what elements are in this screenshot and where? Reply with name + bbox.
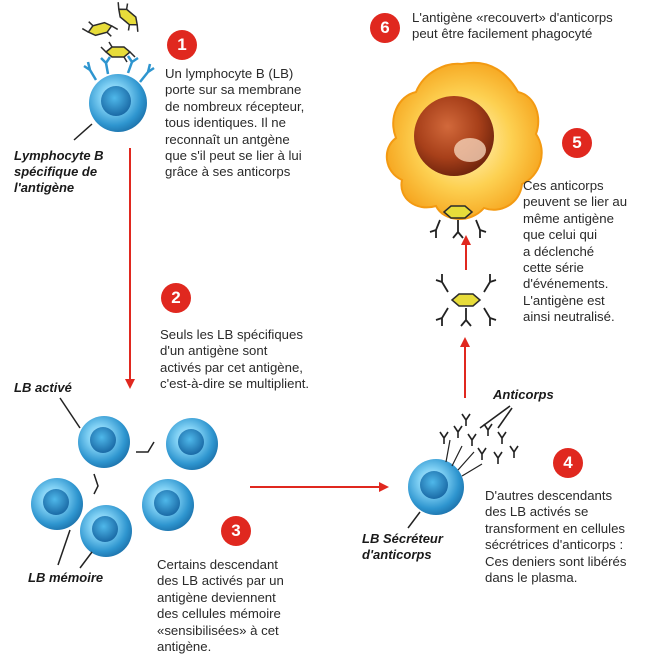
antigen-antibody-complex: [435, 274, 497, 327]
label-lb-secreteur: LB Sécréteur d'anticorps: [362, 531, 443, 562]
lb-secreteur-cell: [407, 439, 483, 529]
phagocyte-cell: [386, 61, 543, 239]
step-badge-1: 1: [167, 30, 197, 60]
label-lb-memoire: LB mémoire: [28, 570, 104, 585]
step-text-1: Un lymphocyte B (LB) porte sur sa membra…: [165, 66, 305, 180]
step-text-5: Ces anticorps peuvent se lier au même an…: [523, 178, 628, 325]
antibody-cloud: [439, 405, 519, 464]
step-badge-3: 3: [221, 516, 251, 546]
step-text-3: Certains descendant des LB activés par u…: [157, 557, 284, 655]
lymphocyte-b-cell: [73, 55, 155, 141]
step-badge-2: 2: [161, 283, 191, 313]
label-lymphocyte-b: Lymphocyte B spécifique de l'antigène: [14, 148, 104, 195]
step-text-4: D'autres descendants des LB activés se t…: [485, 488, 627, 586]
label-anticorps: Anticorps: [493, 387, 554, 402]
step-badge-4: 4: [553, 448, 583, 478]
step-badge-5: 5: [562, 128, 592, 158]
label-lb-active: LB activé: [14, 380, 72, 395]
step-text-2: Seuls les LB spécifiques d'un antigène s…: [160, 327, 310, 392]
step-text-6: L'antigène «recouvert» d'anticorps peut …: [412, 10, 613, 42]
step-badge-6: 6: [370, 13, 400, 43]
lb-active-cluster: [31, 397, 218, 569]
antigen-group-top: [81, 2, 139, 63]
